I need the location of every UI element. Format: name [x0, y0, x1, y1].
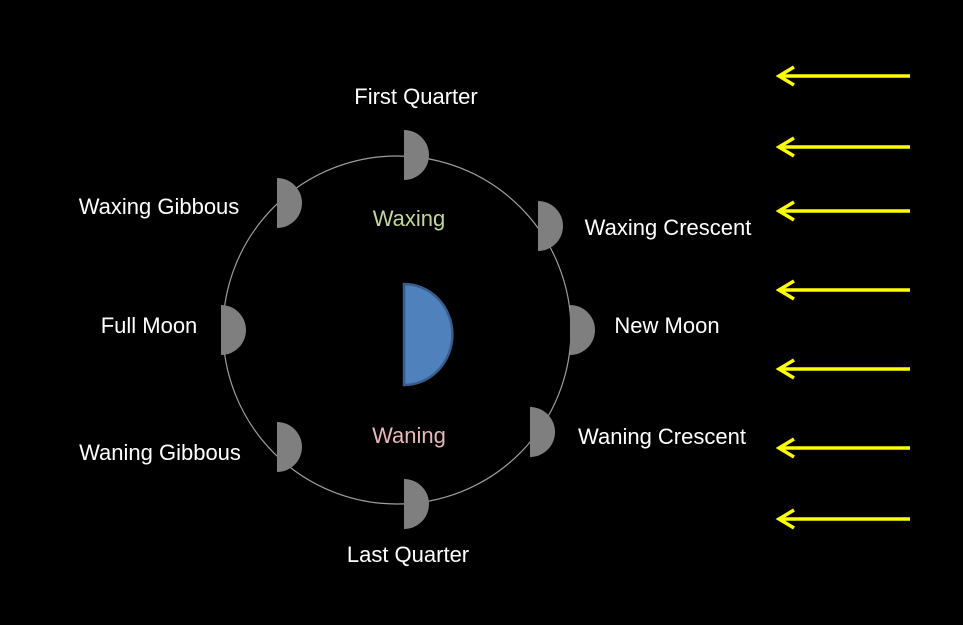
moon-first-quarter-icon	[404, 130, 429, 180]
label-waxing-crescent: Waxing Crescent	[585, 215, 752, 240]
label-waning-gibbous: Waning Gibbous	[79, 440, 241, 465]
moon-waxing-gibbous-icon	[277, 178, 302, 228]
sunlight-arrow-icon	[775, 65, 910, 87]
sunlight-arrow-icon	[775, 358, 910, 380]
moon-full-moon-icon	[221, 305, 246, 355]
label-first-quarter: First Quarter	[354, 84, 477, 109]
earth-icon	[402, 282, 454, 387]
moon-waning-gibbous-icon	[277, 422, 302, 472]
phase-labels: First Quarter Waxing Gibbous Waxing Cres…	[79, 84, 752, 567]
sunlight-arrow-icon	[775, 508, 910, 530]
moons	[221, 130, 595, 529]
sunlight-arrow-icon	[775, 200, 910, 222]
moon-new-moon-icon	[570, 305, 595, 355]
moon-waxing-crescent-icon	[538, 201, 563, 251]
label-waxing-gibbous: Waxing Gibbous	[79, 194, 240, 219]
label-new-moon: New Moon	[614, 313, 719, 338]
waning-label: Waning	[372, 423, 446, 448]
waxing-label: Waxing	[373, 206, 446, 231]
moon-waning-crescent-icon	[530, 407, 555, 457]
label-last-quarter: Last Quarter	[347, 542, 469, 567]
sunlight-arrow-icon	[775, 279, 910, 301]
sunlight-arrows	[775, 65, 910, 530]
sunlight-arrow-icon	[775, 136, 910, 158]
label-full-moon: Full Moon	[101, 313, 198, 338]
label-waning-crescent: Waning Crescent	[578, 424, 746, 449]
moon-last-quarter-icon	[404, 479, 429, 529]
sunlight-arrow-icon	[775, 437, 910, 459]
